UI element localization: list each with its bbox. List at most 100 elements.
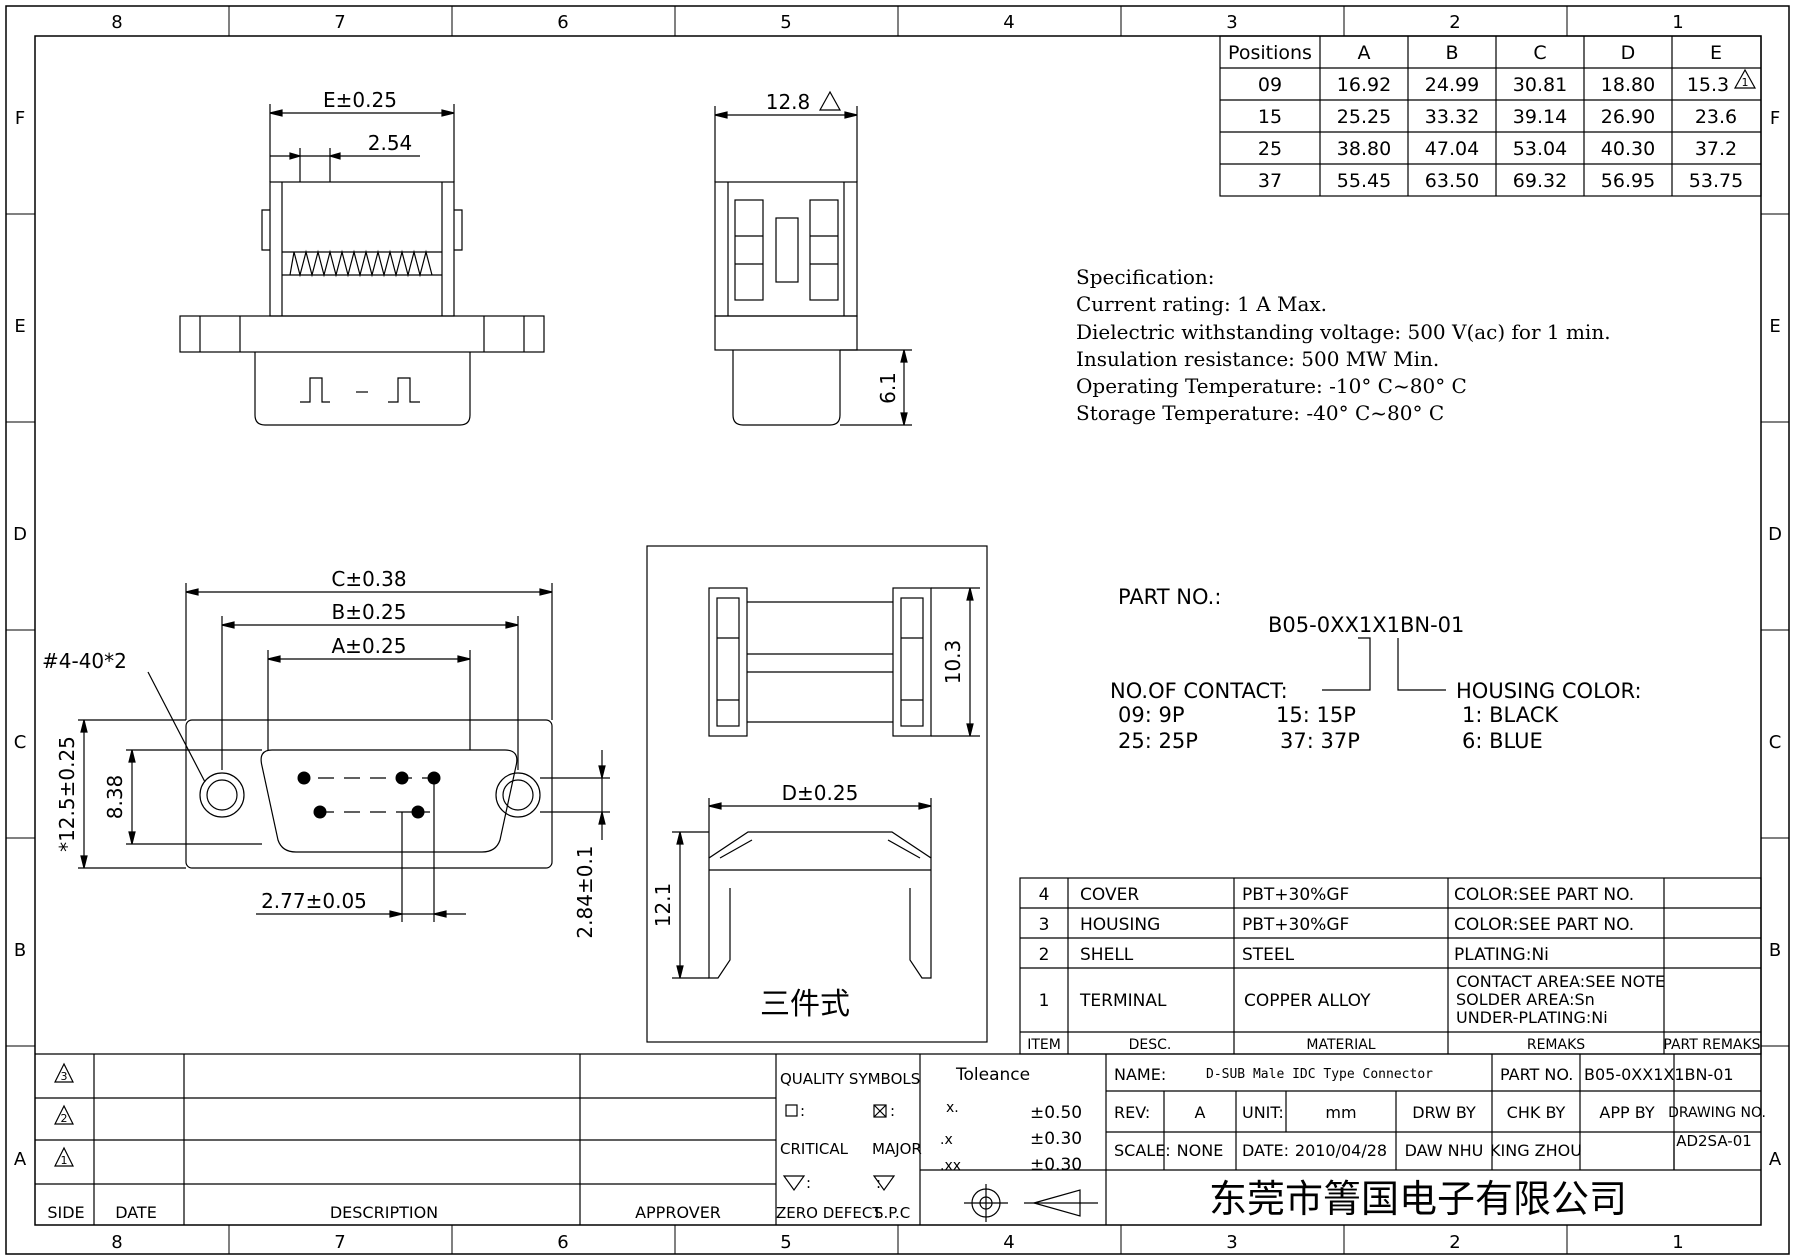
contact-option: 09: 9P	[1118, 703, 1185, 727]
revision-mark: 3	[61, 1070, 68, 1083]
zone-col-top: 1	[1672, 12, 1683, 33]
terminal-teeth	[289, 249, 433, 278]
table-cell: 37.2	[1695, 138, 1737, 160]
quality-spc: S.P.C	[874, 1204, 910, 1222]
bom-header: REMAKS	[1527, 1037, 1585, 1053]
dim-d-label: D±0.25	[782, 781, 859, 805]
spec-line: Operating Temperature: -10° C~80° C	[1076, 374, 1467, 398]
revision-mark: 2	[61, 1112, 68, 1125]
zone-col-top: 3	[1226, 12, 1237, 33]
bom-item: 3	[1039, 915, 1050, 935]
clip-leg	[708, 888, 731, 979]
table-cell: 25.25	[1337, 106, 1391, 128]
contact-option: 37: 37P	[1280, 729, 1360, 753]
table-cell: 53.75	[1689, 170, 1743, 192]
spec-line: Current rating: 1 A Max.	[1076, 292, 1327, 316]
bom-header: PART REMAKS	[1663, 1037, 1760, 1053]
quality-zero-defect: ZERO DEFECT	[776, 1204, 882, 1222]
revision-headers: SIDE DATE DESCRIPTION APPROVER	[47, 1203, 721, 1222]
triangle-down-icon	[782, 1175, 806, 1192]
cover-end	[708, 587, 748, 737]
zone-row-right: A	[1769, 1149, 1782, 1170]
mount-hole	[495, 772, 541, 818]
zone-labels: 8 7 6 5 4 3 2 1 8 7 6 5 4 3 2 1 F E D C …	[13, 12, 1782, 1253]
table-header: A	[1358, 42, 1371, 64]
clip-top	[708, 831, 932, 888]
table-cell: 37	[1258, 170, 1282, 192]
bom-table	[1019, 877, 1762, 1055]
bom-desc: TERMINAL	[1079, 991, 1167, 1011]
face-flange	[185, 719, 553, 869]
dim-height-label: *12.5±0.25	[55, 736, 79, 852]
quality-colon: :	[806, 1174, 811, 1192]
bom-remarks-line: CONTACT AREA:SEE NOTE	[1456, 972, 1665, 991]
quality-major: MAJOR	[872, 1140, 922, 1158]
three-piece-detail	[646, 545, 988, 1043]
dim-cover-height-label: 10.3	[941, 640, 965, 685]
bom-header: MATERIAL	[1306, 1037, 1375, 1053]
bom-item: 2	[1039, 945, 1050, 965]
bom-material: PBT+30%GF	[1242, 915, 1349, 935]
part-number-leaders	[1322, 637, 1446, 691]
part-number-decoder: PART NO.: B05-0XX1X1BN-01 NO.OF CONTACT:…	[1110, 585, 1642, 753]
quality-icons	[782, 1104, 896, 1192]
revision-mark-icon	[1733, 68, 1757, 89]
part-no-label-cell: PART NO.	[1500, 1065, 1573, 1084]
revision-header-description: DESCRIPTION	[330, 1203, 438, 1222]
dim-shell-height-label: 6.1	[876, 372, 900, 404]
bom-desc: HOUSING	[1080, 915, 1160, 935]
table-header: C	[1533, 42, 1546, 64]
spec-line: Insulation resistance: 500 MW Min.	[1076, 347, 1439, 371]
table-cell: 55.45	[1337, 170, 1391, 192]
bom-remarks: COLOR:SEE PART NO.	[1454, 915, 1634, 935]
chk-by-label: CHK BY	[1507, 1103, 1566, 1122]
name-label: NAME:	[1114, 1065, 1166, 1084]
side-flange	[714, 315, 858, 351]
bom-text: 4 COVER PBT+30%GF COLOR:SEE PART NO. 3 H…	[1027, 885, 1760, 1053]
table-header: E	[1710, 42, 1722, 64]
zone-col-bottom: 4	[1003, 1232, 1014, 1253]
table-cell: 39.14	[1513, 106, 1567, 128]
contact-option: 15: 15P	[1276, 703, 1356, 727]
zone-col-bottom: 1	[1672, 1232, 1683, 1253]
title-block-frame	[35, 1053, 1761, 1225]
bom-remarks-line: SOLDER AREA:Sn	[1456, 990, 1595, 1009]
zone-col-bottom: 8	[111, 1232, 122, 1253]
unit-value: mm	[1325, 1103, 1356, 1122]
part-name: D-SUB Male IDC Type Connector	[1206, 1067, 1433, 1082]
color-option: 6: BLUE	[1462, 729, 1543, 753]
title-block-text: NAME: D-SUB Male IDC Type Connector PART…	[1114, 1065, 1766, 1221]
revision-header-approver: APPROVER	[635, 1203, 721, 1222]
bom-remarks-line: UNDER-PLATING:Ni	[1456, 1008, 1608, 1027]
part-no-value: B05-0XX1X1BN-01	[1584, 1065, 1734, 1084]
zone-row-left: B	[14, 940, 26, 961]
screw-label: #4-40*2	[42, 649, 127, 673]
dim-pitch-label: 2.54	[368, 131, 413, 155]
side-shell	[732, 350, 841, 426]
dim-e-label: E±0.25	[323, 88, 397, 112]
zone-col-top: 6	[557, 12, 568, 33]
part-no-label: PART NO.:	[1118, 585, 1221, 609]
dim-inner-height-label: 8.38	[103, 775, 127, 820]
color-option: 1: BLACK	[1462, 703, 1559, 727]
d-shell	[260, 749, 518, 853]
table-header: B	[1445, 42, 1458, 64]
tolerance-block: Toleance x. ±0.50 .x ±0.30 .xx ±0.30	[940, 1065, 1082, 1175]
table-cell: 40.30	[1601, 138, 1655, 160]
zone-row-right: F	[1770, 108, 1780, 129]
positions-table	[1219, 35, 1762, 197]
chk-by-value: KING ZHOU	[1490, 1141, 1582, 1160]
drw-by-value: DAW NHU	[1405, 1141, 1484, 1160]
table-cell: 25	[1258, 138, 1282, 160]
quality-title: QUALITY SYMBOLS	[780, 1070, 920, 1088]
revision-mark-text: 1	[1742, 76, 1749, 89]
inner-border	[34, 35, 1762, 1226]
table-cell: 38.80	[1337, 138, 1391, 160]
rev-label: REV:	[1114, 1103, 1150, 1122]
revision-mark: 1	[61, 1154, 68, 1167]
bom-remarks: COLOR:SEE PART NO.	[1454, 885, 1634, 905]
revision-header-date: DATE	[115, 1203, 157, 1222]
table-header: D	[1621, 42, 1636, 64]
tolerance-value: ±0.30	[1030, 1155, 1082, 1175]
zone-col-top: 7	[334, 12, 345, 33]
